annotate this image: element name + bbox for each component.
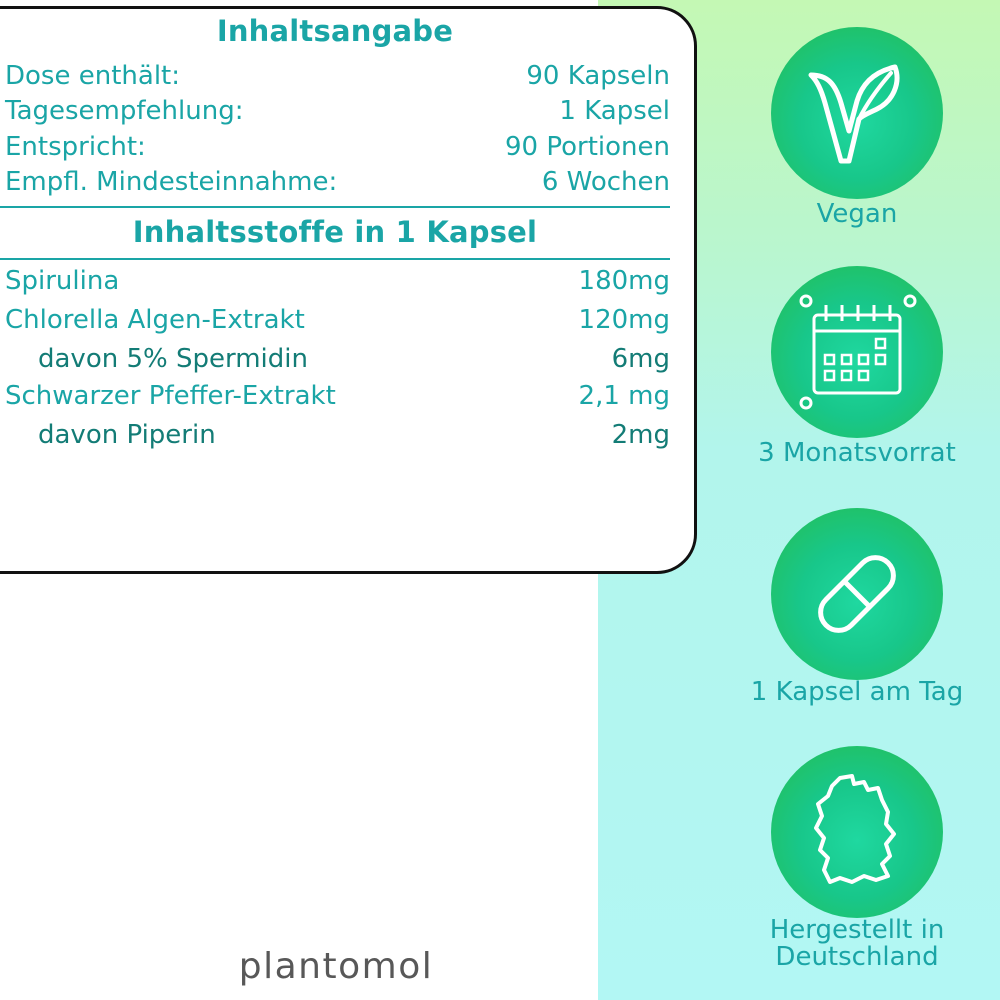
info-value: 1 Kapsel (559, 96, 670, 126)
ingredient-subrow: davon 5% Spermidin 6mg (5, 344, 670, 380)
ingredient-row: Schwarzer Pfeffer-Extrakt 2,1 mg (5, 381, 670, 417)
info-row: Empfl. Mindesteinnahme: 6 Wochen (5, 167, 670, 203)
brand-logo-text: plantomol (238, 946, 434, 987)
ingredient-label: davon Piperin (38, 420, 216, 450)
ingredient-value: 2,1 mg (578, 381, 670, 411)
section-divider (0, 206, 670, 208)
ingredient-label: davon 5% Spermidin (38, 344, 308, 374)
section-divider (0, 258, 670, 260)
vegan-leaf-icon (808, 64, 900, 164)
ingredient-value: 120mg (578, 305, 670, 335)
info-value: 90 Portionen (505, 132, 670, 162)
ingredients-heading: Inhaltsstoffe in 1 Kapsel (132, 215, 538, 249)
info-row: Tagesempfehlung: 1 Kapsel (5, 96, 670, 132)
vegan-label: Vegan (816, 199, 898, 229)
info-row: Entspricht: 90 Portionen (5, 132, 670, 168)
ingredient-row: Spirulina 180mg (5, 266, 670, 302)
info-label: Dose enthält: (5, 61, 180, 91)
info-value: 90 Kapseln (526, 61, 670, 91)
ingredient-label: Schwarzer Pfeffer-Extrakt (5, 381, 336, 411)
ingredient-value: 6mg (611, 344, 670, 374)
ingredient-label: Spirulina (5, 266, 120, 296)
info-label: Entspricht: (5, 132, 146, 162)
info-row: Dose enthält: 90 Kapseln (5, 61, 670, 97)
info-label: Empfl. Mindesteinnahme: (5, 167, 338, 197)
made-in-germany-badge (771, 746, 943, 918)
germany-map-icon (814, 774, 896, 884)
calendar-icon (799, 294, 917, 410)
dosage-label: 1 Kapsel am Tag (750, 677, 964, 707)
nutrition-info-card (0, 6, 697, 574)
ingredient-label: Chlorella Algen-Extrakt (5, 305, 305, 335)
dosage-badge (771, 508, 943, 680)
ingredient-value: 2mg (611, 420, 670, 450)
made-in-germany-label-line1: Hergestellt in (769, 915, 945, 945)
vegan-badge (771, 27, 943, 199)
contents-heading: Inhaltsangabe (216, 14, 454, 48)
ingredient-row: Chlorella Algen-Extrakt 120mg (5, 305, 670, 341)
supply-badge (771, 266, 943, 438)
info-value: 6 Wochen (541, 167, 670, 197)
capsule-icon (818, 555, 896, 633)
ingredient-value: 180mg (578, 266, 670, 296)
made-in-germany-label-line2: Deutschland (775, 942, 939, 972)
info-label: Tagesempfehlung: (5, 96, 244, 126)
supply-label: 3 Monatsvorrat (758, 438, 956, 468)
ingredient-subrow: davon Piperin 2mg (5, 420, 670, 456)
